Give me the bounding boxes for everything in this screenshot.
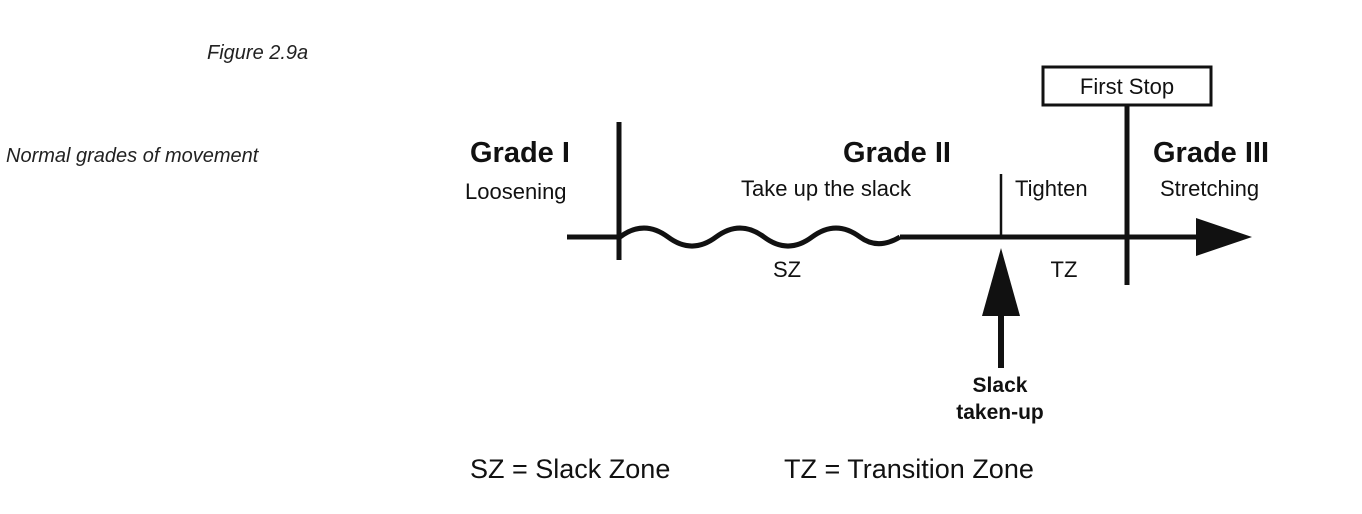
axis-arrowhead-icon <box>1196 218 1252 256</box>
slack-taken-up-line-1: Slack <box>973 374 1028 397</box>
legend-slack-zone: SZ = Slack Zone <box>470 454 670 484</box>
grade-2-title: Grade II <box>843 137 951 169</box>
transition-zone-abbr: TZ <box>1051 257 1078 282</box>
slack-taken-up-arrowhead-icon <box>982 248 1020 316</box>
slack-taken-up-line-2: taken-up <box>956 401 1044 424</box>
grade-1-subtitle: Loosening <box>465 179 567 204</box>
figure-label: Figure 2.9a <box>207 42 309 64</box>
legend-transition-zone: TZ = Transition Zone <box>784 454 1034 484</box>
tighten-label: Tighten <box>1015 176 1088 201</box>
first-stop-label: First Stop <box>1080 74 1174 99</box>
grade-3-title: Grade III <box>1153 137 1269 169</box>
grade-2-subtitle: Take up the slack <box>741 176 912 201</box>
figure-caption: Normal grades of movement <box>6 145 259 167</box>
grade-1-title: Grade I <box>470 137 570 169</box>
first-stop-box <box>1041 65 1213 107</box>
slack-zone-wave <box>618 225 902 249</box>
slack-zone-abbr: SZ <box>773 257 801 282</box>
grade-3-subtitle: Stretching <box>1160 176 1259 201</box>
